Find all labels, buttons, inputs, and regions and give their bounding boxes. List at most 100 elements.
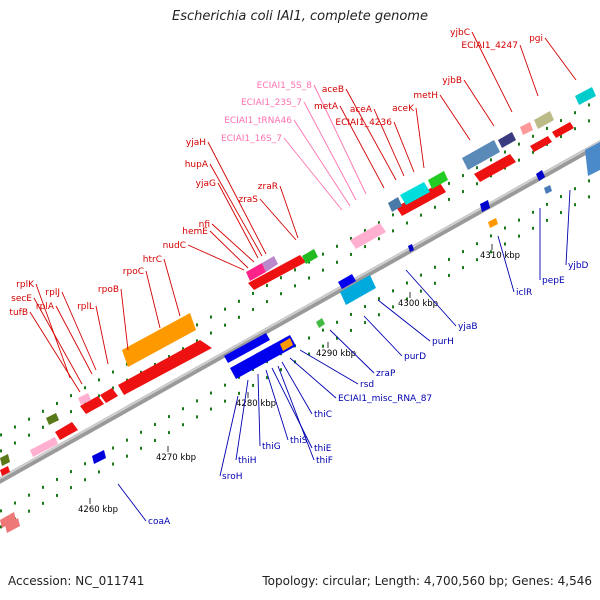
tick-dot (364, 245, 366, 249)
tick-dot (490, 158, 492, 162)
tick-dot (406, 221, 408, 225)
gene-label: yjbD (568, 261, 589, 271)
leader-line (55, 305, 93, 375)
tick-dot (28, 509, 30, 513)
tick-dot (154, 438, 156, 442)
leader-line (313, 84, 367, 195)
gene-box (280, 338, 293, 351)
gene-box (262, 256, 278, 272)
leader-line (163, 258, 181, 317)
map-title: Escherichia coli IAI1, complete genome (172, 9, 428, 24)
leader-line (279, 185, 299, 239)
tick-dot (434, 281, 436, 285)
gene-label: aceB (322, 85, 344, 95)
tick-dot (406, 281, 408, 285)
leader-line (211, 223, 255, 263)
gene-label: rpoB (98, 285, 119, 295)
leader-line (377, 299, 431, 342)
tick-dot (392, 213, 394, 217)
kbp-label: 4260 kbp (78, 505, 118, 515)
tick-dot (364, 321, 366, 325)
gene-label: thiH (238, 456, 257, 466)
gene-box (400, 182, 430, 205)
gene-label: pgi (529, 34, 543, 44)
tick-dot (0, 449, 2, 453)
gene-box (338, 274, 356, 289)
tick-dot (546, 126, 548, 130)
gene-box (408, 244, 414, 252)
tick-dot (168, 355, 170, 359)
tick-dot (560, 119, 562, 123)
leader-line (281, 361, 313, 415)
tick-dot (476, 258, 478, 262)
tick-dot (70, 394, 72, 398)
tick-dot (210, 331, 212, 335)
leader-line (463, 79, 495, 127)
gene-arrow (530, 136, 552, 152)
tick-dot (224, 323, 226, 327)
gene-label: ECIAI1_4247 (461, 41, 518, 51)
tick-dot (588, 195, 590, 199)
gene-arrow (396, 183, 446, 216)
leader-line (565, 189, 571, 266)
leader-line (187, 244, 245, 271)
tick-dot (196, 415, 198, 419)
gene-label: zraS (238, 195, 258, 205)
tick-dot (294, 268, 296, 272)
leader-line (145, 270, 161, 329)
gene-label: aceA (350, 105, 373, 115)
gene-label: rsd (360, 380, 374, 390)
gene-box (534, 111, 554, 129)
leader-line (293, 119, 351, 207)
tick-dot (392, 305, 394, 309)
tick-dot (378, 221, 380, 225)
tick-dot (28, 417, 30, 421)
tick-dot (168, 431, 170, 435)
leader-line (259, 198, 297, 241)
gene-label: thiF (316, 456, 333, 466)
tick-dot (336, 244, 338, 248)
gene-arrow (0, 466, 10, 476)
tick-dot (420, 289, 422, 293)
kbp-label: 4270 kbp (156, 453, 196, 463)
kbp-label: 4280 kbp (236, 399, 276, 409)
backbone (0, 140, 600, 484)
leader-line (415, 107, 425, 169)
gene-box (498, 132, 516, 148)
gene-arrow (552, 122, 574, 138)
tick-dot (322, 344, 324, 348)
tick-dot (532, 134, 534, 138)
tick-dot (476, 242, 478, 246)
gene-box (350, 223, 386, 249)
gene-arrow (474, 154, 516, 182)
tick-dot (0, 433, 2, 437)
tick-dot (266, 376, 268, 380)
tick-dot (98, 378, 100, 382)
tick-dot (84, 462, 86, 466)
gene-label: iclR (516, 288, 532, 298)
gene-label: tufB (9, 308, 28, 318)
tick-dot (322, 328, 324, 332)
gene-label: aceK (392, 104, 415, 114)
leader-line (207, 141, 267, 255)
tick-dot (406, 297, 408, 301)
tick-dot (434, 205, 436, 209)
tick-dot (126, 454, 128, 458)
gene-label: ECIAI1_16S_7 (221, 134, 282, 144)
tick-dot (238, 391, 240, 395)
leader-line (209, 230, 249, 269)
tick-dot (182, 423, 184, 427)
gene-box (30, 437, 58, 457)
gene-arrow (248, 255, 306, 290)
genome-summary-text: Topology: circular; Length: 4,700,560 bp… (262, 574, 592, 588)
gene-label: nfi (199, 220, 210, 230)
tick-dot (574, 111, 576, 115)
tick-dot (574, 203, 576, 207)
tick-dot (154, 362, 156, 366)
tick-dot (112, 386, 114, 390)
label-leader-lines (29, 31, 577, 522)
gene-label: rplL (77, 302, 94, 312)
tick-dot (364, 305, 366, 309)
